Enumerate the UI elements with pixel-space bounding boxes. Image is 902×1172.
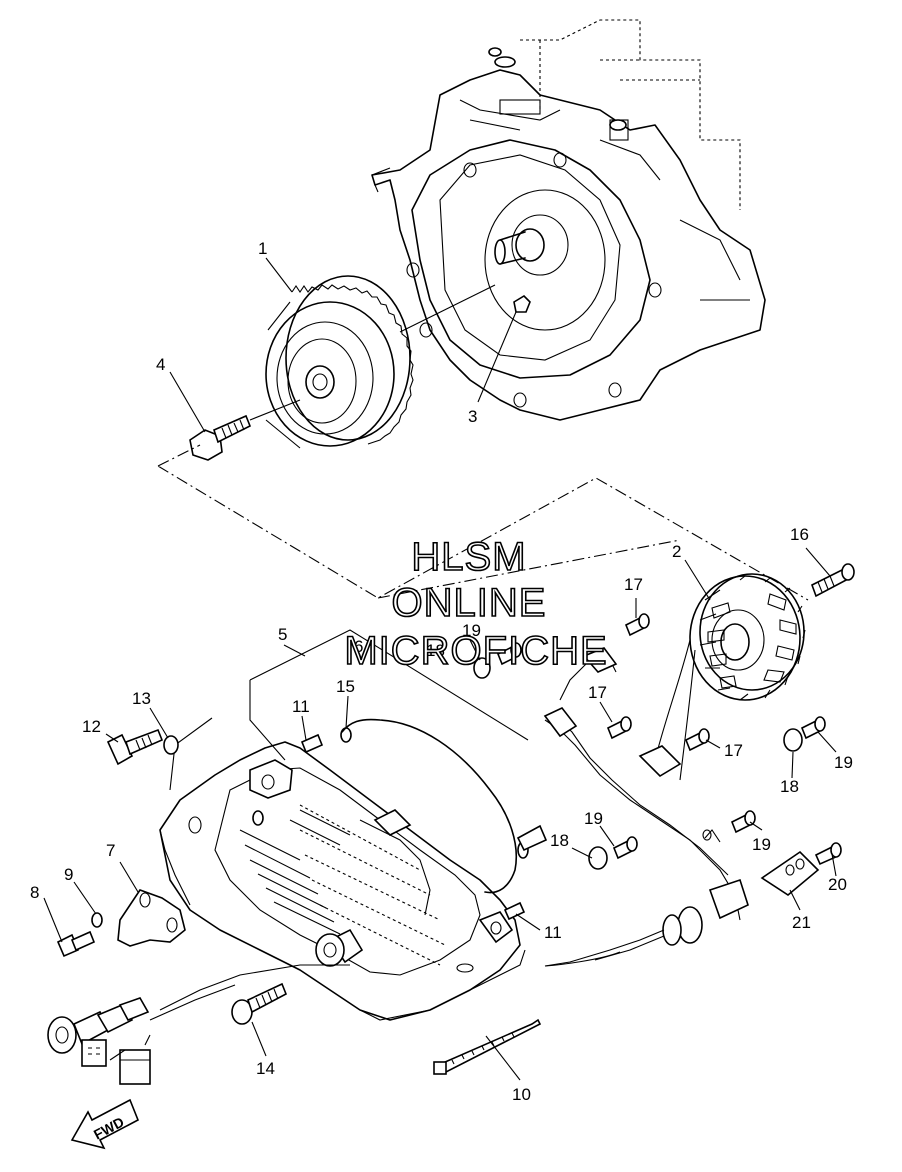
- callout-17-top: 17: [624, 575, 643, 594]
- callout-17-middle: 17: [588, 683, 607, 702]
- assembly-line-top: [157, 444, 809, 601]
- gasket-leader: [169, 717, 213, 791]
- callout-11-top: 11: [292, 697, 310, 716]
- flywheel-drawing: [265, 275, 414, 449]
- engine-block-drawing: [371, 19, 766, 421]
- callout-13: 13: [132, 689, 151, 708]
- washers-18-drawing: [473, 657, 803, 870]
- bolt-12-drawing: [106, 728, 179, 766]
- watermark-line-3: MICROFICHE: [344, 629, 607, 673]
- callout-12: 12: [82, 717, 101, 736]
- cable-tie-drawing: [433, 1018, 542, 1075]
- wire-harness-drawing: [543, 647, 842, 967]
- callout-labels: 1 2 3 4 5 6 7 8 9 10 11 11 12 13 14 15 1…: [30, 239, 853, 1104]
- callout-16: 16: [790, 525, 809, 544]
- harness-connectors-drawing: [47, 964, 350, 1085]
- screws-17-drawing: [496, 613, 710, 752]
- screws-19-drawing: [612, 716, 826, 860]
- callout-7: 7: [106, 841, 115, 860]
- callout-6: 6: [354, 637, 363, 656]
- generator-cover-drawing: [159, 741, 526, 1021]
- callout-8: 8: [30, 883, 39, 902]
- dowel-pins-drawing: [300, 733, 548, 921]
- callout-2: 2: [672, 542, 681, 561]
- callout-leaders: [43, 257, 837, 1081]
- cover-leader: [249, 629, 529, 761]
- callout-1: 1: [258, 239, 267, 258]
- callout-14: 14: [256, 1059, 275, 1078]
- callout-19-right: 19: [834, 753, 853, 772]
- callout-3: 3: [468, 407, 477, 426]
- stator-drawing: [654, 573, 806, 781]
- callout-5: 5: [278, 625, 287, 644]
- callout-19-top: 19: [462, 621, 481, 640]
- stator-bolt-drawing: [811, 563, 855, 598]
- watermark: HLSM ONLINE MICROFICHE: [344, 534, 608, 674]
- flywheel-bolt-drawing: [189, 399, 301, 461]
- callout-19-middle: 19: [584, 809, 603, 828]
- callout-4: 4: [156, 355, 165, 374]
- cord-15-drawing: [341, 718, 518, 894]
- callout-19-lower-right: 19: [752, 835, 771, 854]
- bolt-14-drawing: [231, 982, 288, 1025]
- callout-17-right: 17: [724, 741, 743, 760]
- cord-end-ring: [340, 727, 352, 743]
- callout-11-bottom: 11: [544, 923, 562, 942]
- watermark-line-2: ONLINE: [392, 581, 547, 625]
- callout-21: 21: [792, 913, 811, 932]
- watermark-line-1: HLSM: [411, 535, 526, 579]
- callout-15: 15: [336, 677, 355, 696]
- callout-18-middle: 18: [550, 831, 569, 850]
- bracket-7-drawing: [56, 889, 186, 958]
- shaft-leader: [399, 284, 496, 333]
- callout-18-top: 18: [426, 641, 445, 660]
- callout-10: 10: [512, 1085, 531, 1104]
- forward-direction-arrow: FWD: [70, 1098, 140, 1150]
- callout-9: 9: [64, 865, 73, 884]
- assembly-line-stator: [377, 539, 681, 599]
- callout-18-right: 18: [780, 777, 799, 796]
- callout-20: 20: [828, 875, 847, 894]
